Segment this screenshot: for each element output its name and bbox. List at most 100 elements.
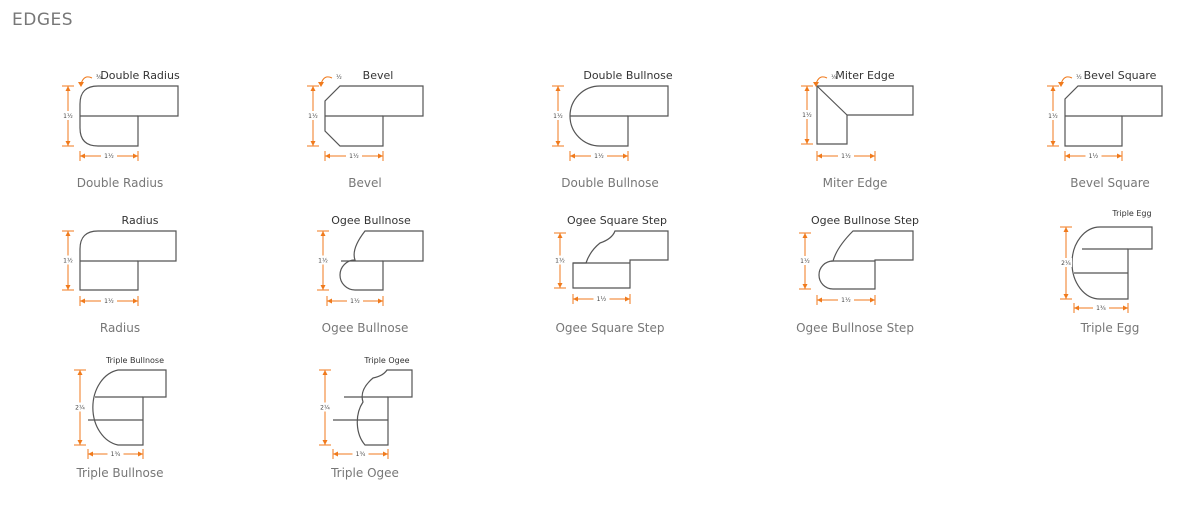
seam-line	[333, 396, 388, 421]
diagram-title: Ogee Bullnose Step	[811, 214, 919, 227]
edge-profile-diagram: 1½ 1½ ½ Bevel	[307, 69, 424, 161]
edge-caption: Triple Bullnose	[76, 466, 164, 480]
radius-fraction-label: ½	[336, 74, 342, 81]
radius-callout: ⅛	[813, 74, 837, 87]
seam-line	[88, 396, 143, 421]
width-dimension-label: 1¾	[111, 451, 121, 458]
width-dimension: 1½	[569, 151, 629, 161]
height-dimension: 1½	[799, 232, 811, 290]
height-dimension: 1½	[1047, 85, 1059, 147]
width-dimension-label: 1½	[841, 153, 851, 160]
width-dimension: 1½	[326, 296, 384, 306]
width-dimension: 1½	[79, 296, 139, 306]
edge-profile-shape	[356, 369, 413, 446]
edge-profile-shape	[572, 230, 669, 289]
edge-profile-diagram: 1½ 1½ Ogee Bullnose Step	[799, 214, 919, 305]
height-dimension: 1½	[317, 230, 329, 291]
height-dimension-label: 1½	[555, 258, 565, 265]
radius-callout: ½	[1058, 74, 1082, 87]
edge-profile-shape	[1071, 226, 1153, 300]
height-dimension-label: 1½	[308, 113, 318, 120]
height-dimension: 1½	[552, 85, 564, 147]
diagram-title: Bevel Square	[1084, 69, 1157, 82]
width-dimension-label: 1½	[104, 298, 114, 305]
width-dimension: 1½	[79, 151, 139, 161]
edge-caption: Bevel Square	[1070, 176, 1150, 190]
height-dimension: 2¼	[74, 369, 86, 446]
width-dimension-label: 1½	[104, 153, 114, 160]
edge-caption: Ogee Square Step	[555, 321, 665, 335]
diagram-title: Triple Egg	[1111, 209, 1151, 218]
width-dimension-label: 1¾	[1096, 305, 1106, 312]
height-dimension-label: 2¼	[1061, 260, 1071, 267]
height-dimension: 1½	[62, 85, 74, 147]
height-dimension-label: 1½	[63, 258, 73, 265]
height-dimension: 2¼	[1060, 226, 1072, 300]
height-dimension-label: 1½	[553, 113, 563, 120]
edge-profile-diagram: 2¼ 1¾ Triple Bullnose	[74, 356, 167, 459]
height-dimension: 1½	[62, 230, 74, 291]
height-dimension-label: 1½	[318, 258, 328, 265]
width-dimension: 1½	[1064, 151, 1123, 161]
diagram-title: Triple Bullnose	[105, 356, 164, 365]
diagram-title: Miter Edge	[835, 69, 895, 82]
edge-profile-diagram: 1½ 1½ Radius	[62, 214, 177, 306]
diagram-title: Radius	[122, 214, 159, 227]
diagram-title: Bevel	[363, 69, 394, 82]
height-dimension-label: 1½	[800, 258, 810, 265]
height-dimension: 1½	[307, 85, 319, 147]
width-dimension: 1½	[324, 151, 384, 161]
width-dimension-label: 1½	[597, 296, 607, 303]
height-dimension: 1½	[554, 232, 566, 289]
width-dimension: 1¾	[1073, 303, 1129, 313]
edge-profile-diagram: 1½ 1½ Double Bullnose	[552, 69, 673, 161]
diagram-title: Triple Ogee	[363, 356, 409, 365]
radius-fraction-label: ½	[1076, 74, 1082, 81]
width-dimension-label: 1½	[841, 297, 851, 304]
height-dimension: 1½	[801, 85, 813, 145]
seam-line	[816, 85, 848, 116]
radius-callout: ⅜	[78, 74, 102, 87]
width-dimension: 1½	[816, 151, 876, 161]
height-dimension-label: 1½	[802, 112, 812, 119]
height-dimension-label: 2¼	[75, 405, 85, 412]
edge-profile-diagram: 1½ 1½ Ogee Bullnose	[317, 214, 424, 306]
edge-caption: Ogee Bullnose	[321, 321, 409, 335]
diagram-title: Ogee Square Step	[567, 214, 667, 227]
height-dimension-label: 1½	[1048, 113, 1058, 120]
width-dimension-label: 1½	[1089, 153, 1099, 160]
height-dimension: 2¼	[319, 369, 331, 446]
page-title: EDGES	[12, 10, 74, 30]
diagram-title: Ogee Bullnose	[331, 214, 411, 227]
width-dimension-label: 1½	[349, 153, 359, 160]
edge-caption: Radius	[99, 321, 141, 335]
width-dimension-label: 1½	[594, 153, 604, 160]
edge-profile-shape	[816, 85, 914, 145]
edge-profile-shape	[818, 230, 914, 290]
radius-callout: ½	[318, 74, 342, 87]
radius-fraction-label: ⅛	[831, 74, 837, 81]
edge-caption: Triple Egg	[1080, 321, 1140, 335]
edge-caption: Triple Ogee	[331, 466, 399, 480]
diagram-title: Double Bullnose	[583, 69, 673, 82]
edge-profile-diagram: 1½ 1½ Ogee Square Step	[554, 214, 669, 304]
edge-profile-shape	[92, 369, 167, 446]
width-dimension: 1¾	[87, 449, 144, 459]
width-dimension-label: 1½	[350, 298, 360, 305]
edge-caption: Ogee Bullnose Step	[796, 321, 914, 335]
seam-line	[1074, 248, 1128, 274]
